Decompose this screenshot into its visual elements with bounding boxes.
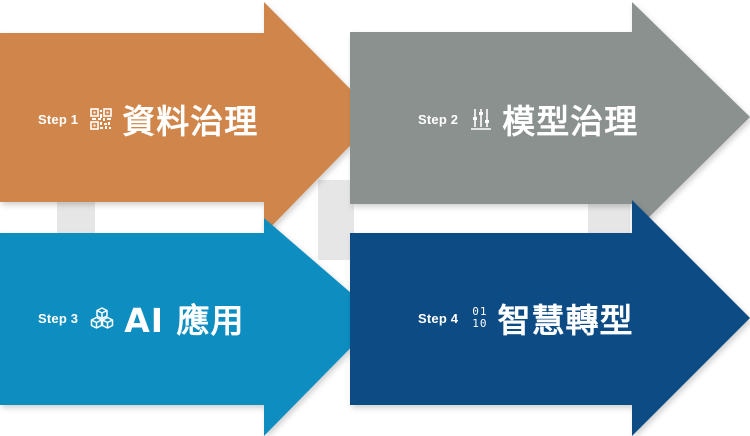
- binary-icon: 01 10: [472, 306, 487, 330]
- cubes-icon: [90, 306, 114, 330]
- step2-number: Step 2: [418, 111, 459, 127]
- step4-arrow: [350, 200, 750, 436]
- step2-title: 模型治理: [502, 102, 639, 141]
- step2-label: Step 2 模型治理: [418, 97, 638, 141]
- step4-number: Step 4: [418, 310, 459, 326]
- qr-code-icon: [90, 108, 113, 130]
- step1-arrow: [0, 2, 378, 234]
- step1-title: 資料治理: [122, 102, 259, 141]
- binary-icon-line-2: 10: [472, 317, 488, 330]
- connector-block-middle: [318, 180, 354, 260]
- step3-arrow: [0, 218, 380, 436]
- step4-title: 智慧轉型: [497, 301, 634, 340]
- step3-number: Step 3: [38, 310, 79, 326]
- binary-icon-line-1: 01: [472, 305, 488, 318]
- step4-label: Step 4 01 10 智慧轉型: [418, 296, 633, 340]
- step1-label: Step 1: [38, 97, 258, 141]
- step2-arrow: [350, 2, 750, 234]
- step3-title: AI 應用: [124, 301, 245, 340]
- sliders-icon: [470, 107, 492, 131]
- step3-label: Step 3 AI 應用: [38, 296, 245, 340]
- step1-number: Step 1: [38, 111, 79, 127]
